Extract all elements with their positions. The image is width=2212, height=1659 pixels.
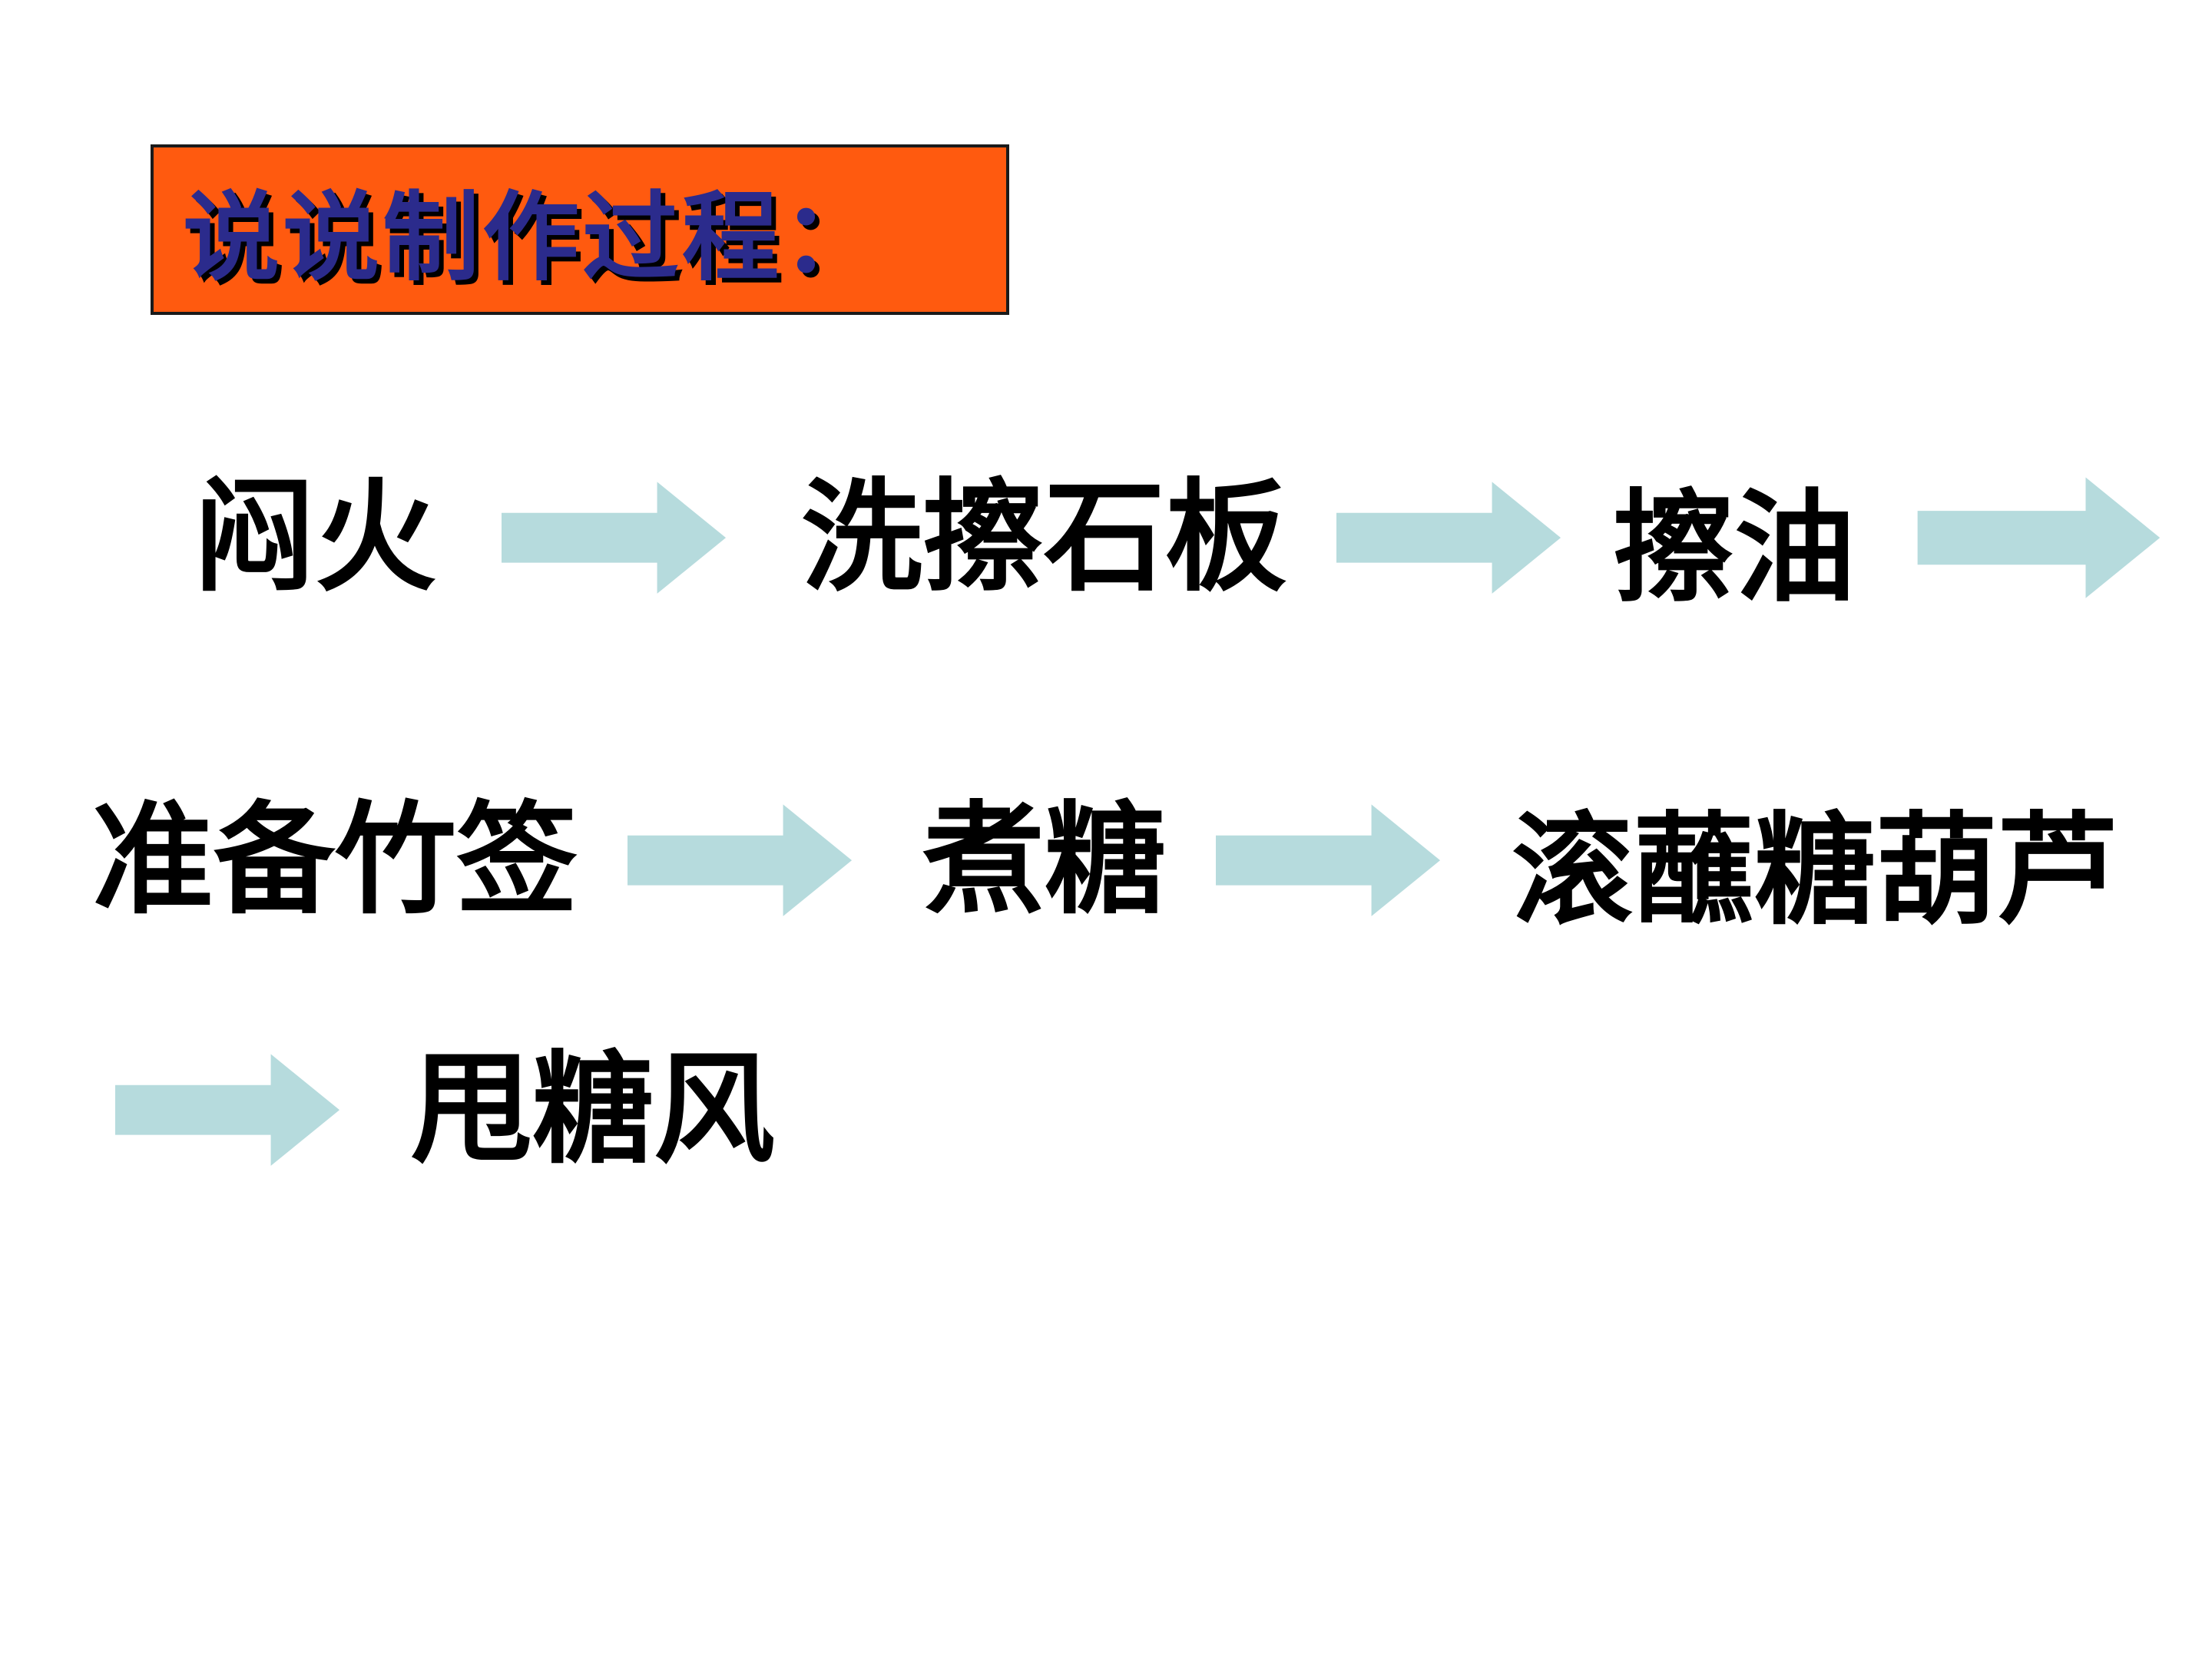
process-row-1: 闷火 洗擦石板 擦油 xyxy=(194,466,2171,618)
step-label: 准备竹签 xyxy=(92,789,578,932)
flow-arrow-icon xyxy=(1336,482,1561,594)
step-label: 煮糖 xyxy=(923,789,1166,932)
flow-arrow-icon xyxy=(1917,477,2161,598)
slide-title: 说说制作过程： xyxy=(183,180,882,294)
flow-arrow-icon xyxy=(502,482,727,594)
flow-arrow-icon xyxy=(628,804,853,916)
title-box: 说说制作过程： xyxy=(151,144,1009,315)
step-label: 滚蘸糖葫芦 xyxy=(1512,800,2118,942)
flow-arrow-icon xyxy=(1216,804,1441,916)
step-label: 洗擦石板 xyxy=(801,466,1286,609)
process-row-3: 甩糖风 xyxy=(115,1040,775,1180)
step-label: 擦油 xyxy=(1613,477,1856,620)
process-row-2: 准备竹签 煮糖 滚蘸糖葫芦 xyxy=(92,789,2118,940)
step-label: 闷火 xyxy=(194,466,436,609)
flow-arrow-icon xyxy=(115,1054,340,1166)
step-label: 甩糖风 xyxy=(411,1038,775,1181)
